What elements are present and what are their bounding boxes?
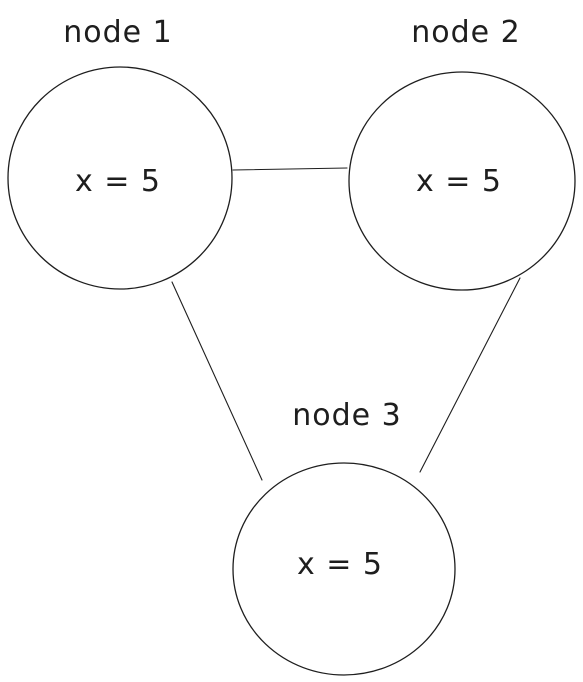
edge-node2-node3 (419, 277, 521, 473)
node-1-value: x = 5 (75, 164, 161, 199)
node-2-value: x = 5 (416, 164, 502, 199)
node-3: node 3 x = 5 (232, 398, 456, 676)
node-2-circle (348, 71, 576, 291)
edge-node1-node2 (232, 167, 348, 171)
node-1-label: node 1 (63, 15, 173, 50)
node-2-label: node 2 (411, 15, 521, 50)
edge-node1-node3 (171, 281, 263, 481)
node-3-circle (232, 462, 456, 676)
node-3-label: node 3 (292, 398, 402, 433)
node-3-value: x = 5 (297, 547, 383, 582)
node-1: node 1 x = 5 (7, 15, 233, 290)
node-2: node 2 x = 5 (348, 15, 576, 291)
node-1-circle (7, 66, 233, 290)
